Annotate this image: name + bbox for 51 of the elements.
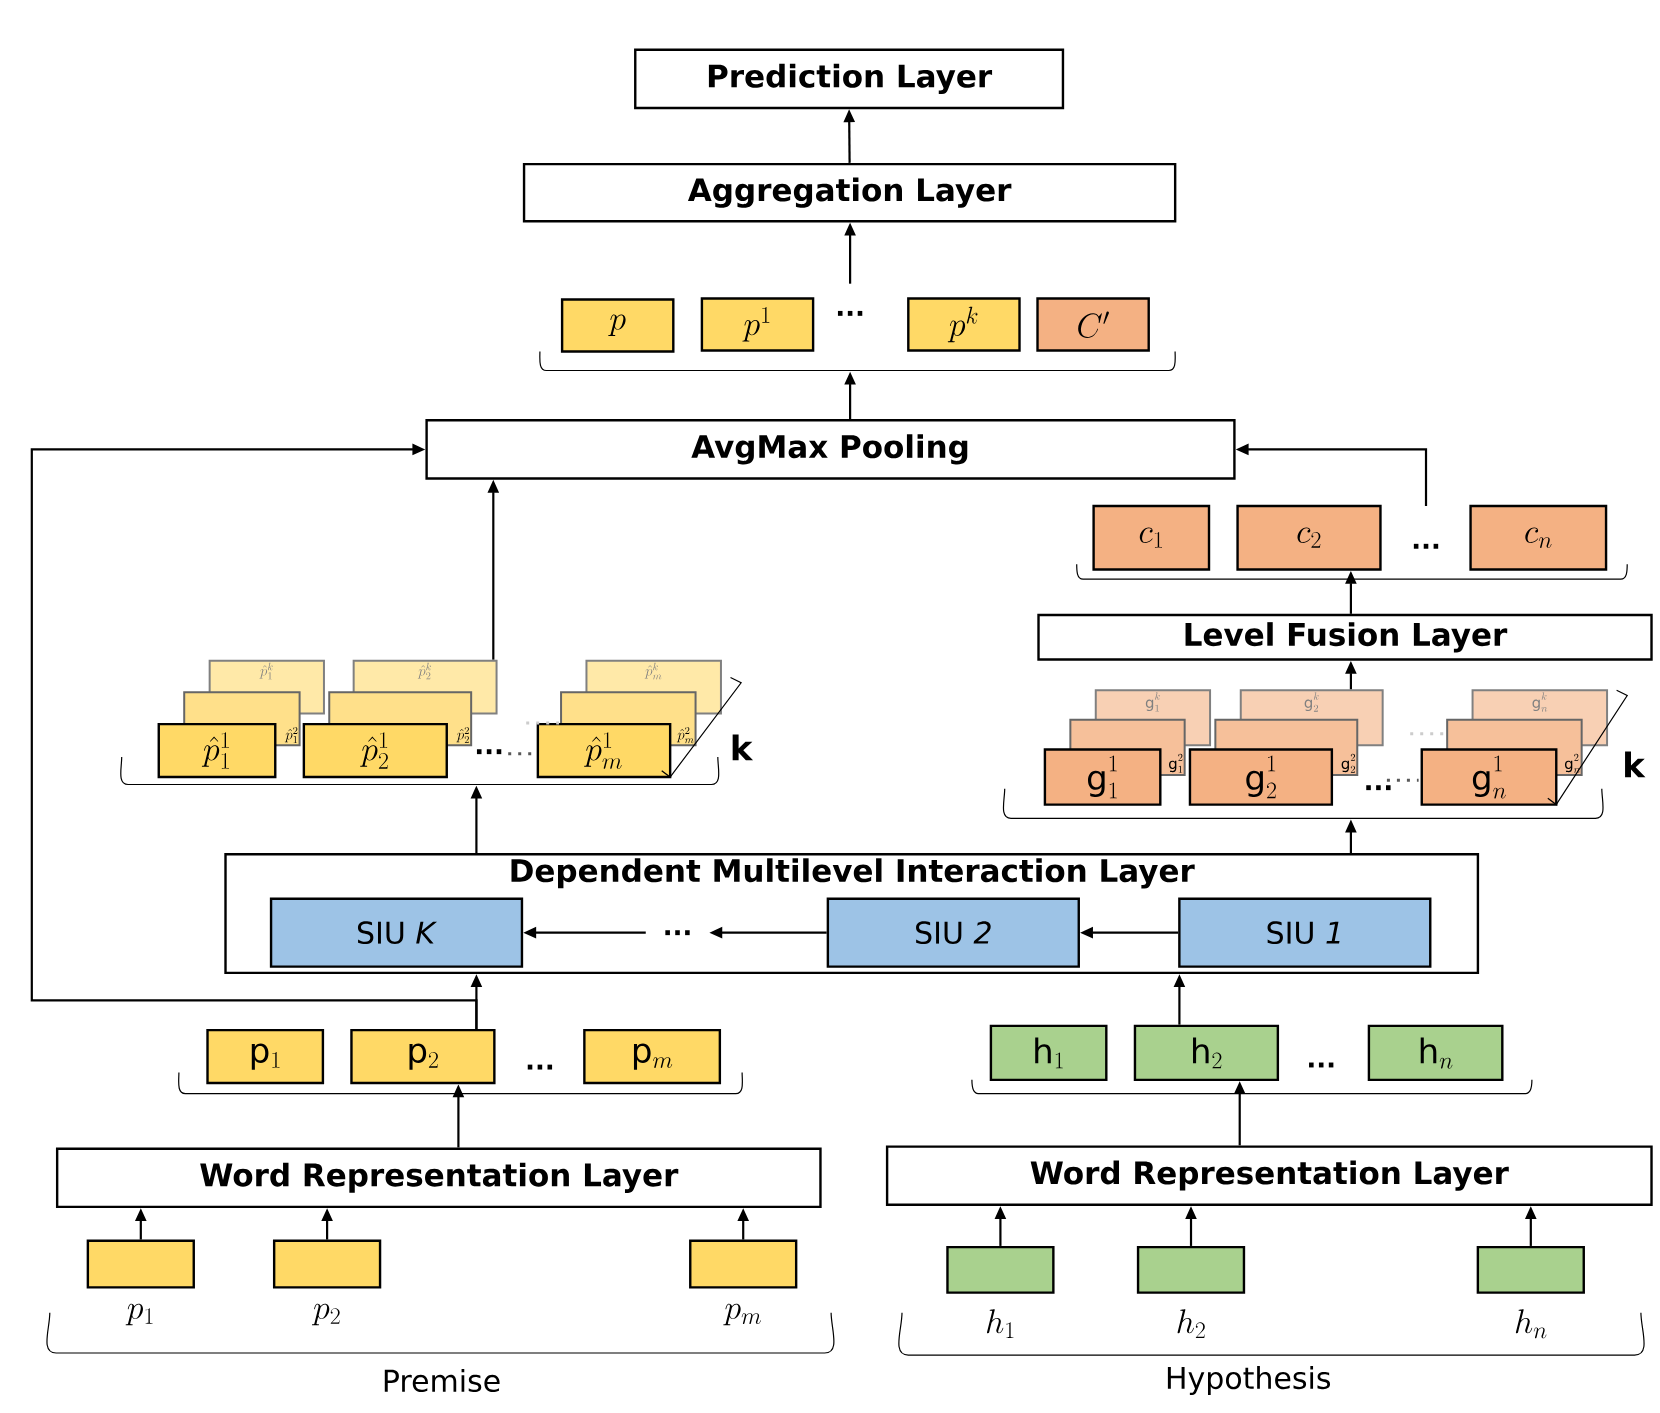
input-box [946, 1245, 1055, 1339]
input-title: Hypothesis [1167, 1365, 1331, 1395]
input-caption: $h_{2}$ [1177, 1309, 1205, 1339]
vector-box: $c_{1}$ [1092, 504, 1211, 571]
input-caption: $h_{n}$ [1515, 1309, 1547, 1339]
vector-box: $\mathrm{g}_{2}^{1}$ [1188, 748, 1334, 806]
layer-box: Aggregation Layer [522, 162, 1177, 223]
layer-box: Word Representation Layer [55, 1147, 822, 1209]
layer-box: Level Fusion Layer [1037, 613, 1653, 661]
vector-box: $\mathrm{h}_{1}$ [989, 1024, 1108, 1082]
unit-box: SIU 2 [826, 897, 1080, 968]
input-box [1476, 1245, 1585, 1339]
k-label: k [732, 734, 754, 761]
unit-box: SIU K [269, 897, 524, 968]
vector-box: $\hat{p}_{2}^{1}$ [302, 722, 448, 779]
input-box [1136, 1245, 1246, 1339]
vector-box: $c_{2}$ [1236, 504, 1382, 571]
ellipsis: ... [1413, 543, 1439, 549]
vector-box: $c_{n}$ [1469, 504, 1608, 571]
vector-box: $\mathrm{h}_{2}$ [1133, 1024, 1280, 1082]
vector-box: $C'$ [1036, 297, 1150, 352]
input-title: Premise [384, 1368, 500, 1393]
k-label: k [1625, 751, 1646, 778]
vector-box: $\mathrm{p}_{1}$ [206, 1028, 325, 1085]
input-caption: $h_{1}$ [987, 1309, 1014, 1339]
vector-box: $\mathrm{g}_{n}^{1}$ [1420, 748, 1558, 806]
ellipsis: ... [476, 749, 502, 755]
ellipsis: ... [837, 310, 863, 316]
vector-box: $\mathrm{h}_{n}$ [1367, 1024, 1504, 1082]
vector-box: $p^{1}$ [700, 297, 815, 352]
input-caption: $p_{1}$ [125, 1303, 153, 1326]
input-box [689, 1239, 798, 1326]
vector-box: $\hat{p}_{m}^{1}$ [536, 722, 672, 779]
input-box [272, 1239, 382, 1326]
unit-box: SIU 1 [1178, 897, 1432, 968]
vector-box: $p^{k}$ [907, 297, 1021, 352]
vector-box: $\mathrm{p}_{m}$ [583, 1028, 722, 1085]
input-box [86, 1239, 195, 1326]
ellipsis: ... [1309, 1062, 1334, 1068]
input-caption: $p_{2}$ [312, 1303, 340, 1326]
vector-box: $p$ [560, 298, 675, 353]
layer-box: Prediction Layer [634, 48, 1065, 110]
vector-box: $\hat{p}_{1}^{1}$ [157, 722, 277, 779]
ellipsis: ... [1366, 785, 1391, 791]
ellipsis: ... [527, 1064, 553, 1070]
layer-box: AvgMax Pooling [425, 419, 1236, 480]
layer-box: Word Representation Layer [885, 1145, 1653, 1206]
input-caption: $p_{m}$ [723, 1303, 761, 1326]
vector-box: $\mathrm{g}_{1}^{1}$ [1043, 748, 1162, 806]
vector-box: $\mathrm{p}_{2}$ [350, 1028, 496, 1085]
ellipsis-text: ... [665, 930, 690, 936]
